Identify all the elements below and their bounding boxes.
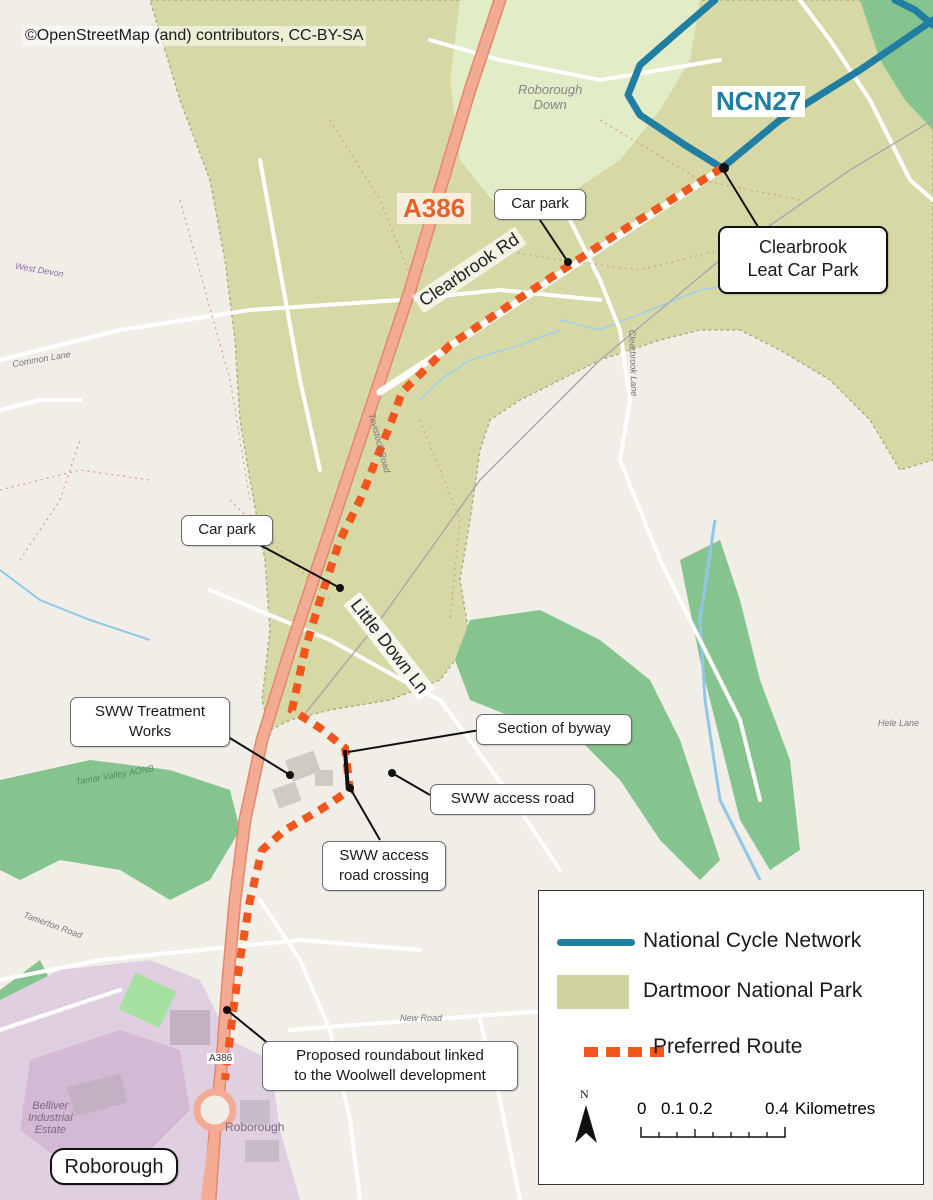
- scale-tick-2: 0.2: [689, 1099, 713, 1118]
- stream-north: [419, 329, 561, 401]
- sww-access-road-text: SWW access road: [450, 790, 575, 807]
- building-3: [240, 1100, 270, 1124]
- national-park-area: [149, 0, 933, 732]
- building-4: [245, 1140, 279, 1162]
- woodland-3: [680, 540, 800, 870]
- legend-route-symbol: [584, 1047, 664, 1057]
- scale-bar-graphic: [640, 1127, 786, 1138]
- leader-lines: [224, 167, 761, 1046]
- scale-tick-1: 0.1: [661, 1099, 685, 1118]
- ncn-route-north: [891, 0, 933, 29]
- section-of-byway-callout[interactable]: Section of byway: [476, 714, 632, 745]
- north-label: N: [580, 1087, 589, 1101]
- sww-access-crossing-callout[interactable]: SWW access road crossing: [322, 841, 446, 891]
- legend-route-label: Preferred Route: [653, 1035, 803, 1058]
- attribution: ©OpenStreetMap (and) contributors, CC-BY…: [22, 26, 367, 46]
- stream-west: [0, 569, 151, 641]
- sww-treatment-works-text: SWW Treatment Works: [94, 703, 206, 740]
- proposed-roundabout-text: Proposed roundabout linked to the Woolwe…: [294, 1047, 486, 1084]
- legend-park-label: Dartmoor National Park: [643, 979, 863, 1002]
- car-park-callout-2[interactable]: Car park: [181, 515, 273, 546]
- building-2: [170, 1010, 210, 1045]
- legend-item-park: Dartmoor National Park: [539, 973, 923, 1013]
- scale-unit: Kilometres: [795, 1099, 876, 1118]
- roborough-small-label: Roborough: [225, 1120, 285, 1134]
- roborough-down-label: Roborough Down: [518, 82, 583, 112]
- woodland-2: [0, 760, 240, 900]
- sww-treatment-works-callout[interactable]: SWW Treatment Works: [70, 697, 230, 747]
- sww-building-3: [315, 770, 333, 786]
- sports-field: [118, 972, 177, 1028]
- car-park-text-1: Car park: [511, 195, 569, 212]
- stream-east: [698, 519, 762, 881]
- a386-small-label: A386: [207, 1053, 235, 1064]
- proposed-roundabout-callout[interactable]: Proposed roundabout linked to the Woolwe…: [262, 1041, 518, 1091]
- roborough-callout[interactable]: Roborough: [50, 1148, 178, 1185]
- legend-ncn-symbol: [557, 939, 635, 946]
- sww-access-road-callout[interactable]: SWW access road: [430, 784, 595, 815]
- open-moor-area: [450, 0, 700, 210]
- belliver-label: Belliver Industrial Estate: [28, 1100, 73, 1136]
- sww-access-crossing-text: SWW access road crossing: [338, 847, 430, 884]
- scale-tick-0: 0: [637, 1099, 647, 1118]
- car-park-callout-1[interactable]: Car park: [494, 189, 586, 220]
- scale-tick-3: 0.4: [765, 1099, 789, 1118]
- ncn-route: [624, 0, 933, 172]
- scale-bar: 0 0.1 0.2 0.4 Kilometres: [631, 1099, 911, 1159]
- a386-label: A386: [397, 193, 472, 224]
- ncn27-label: NCN27: [712, 86, 806, 117]
- sww-building-2: [272, 781, 302, 809]
- legend-item-route: Preferred Route: [539, 1029, 923, 1069]
- roundabout-exit: [200, 1127, 220, 1200]
- section-of-byway-text: Section of byway: [497, 720, 611, 737]
- legend-ncn-label: National Cycle Network: [643, 929, 862, 952]
- clearbrook-leat-callout[interactable]: Clearbrook Leat Car Park: [718, 226, 888, 294]
- legend-item-ncn: National Cycle Network: [539, 923, 923, 963]
- north-arrow-icon: [575, 1105, 597, 1143]
- legend: National Cycle Network Dartmoor National…: [538, 890, 924, 1185]
- byway-section: [343, 749, 350, 791]
- markers: [223, 163, 729, 1014]
- new-road-label: New Road: [400, 1013, 443, 1023]
- clearbrook-leat-text: Clearbrook Leat Car Park: [747, 237, 859, 281]
- hele-lane-label: Hele Lane: [878, 718, 920, 728]
- sww-building-1: [285, 750, 321, 782]
- roborough-text: Roborough: [64, 1156, 164, 1178]
- car-park-text-2: Car park: [198, 521, 256, 538]
- legend-park-symbol: [557, 975, 629, 1009]
- woodland-1: [455, 610, 720, 880]
- building-1: [67, 1073, 128, 1117]
- north-arrow: N: [571, 1087, 601, 1147]
